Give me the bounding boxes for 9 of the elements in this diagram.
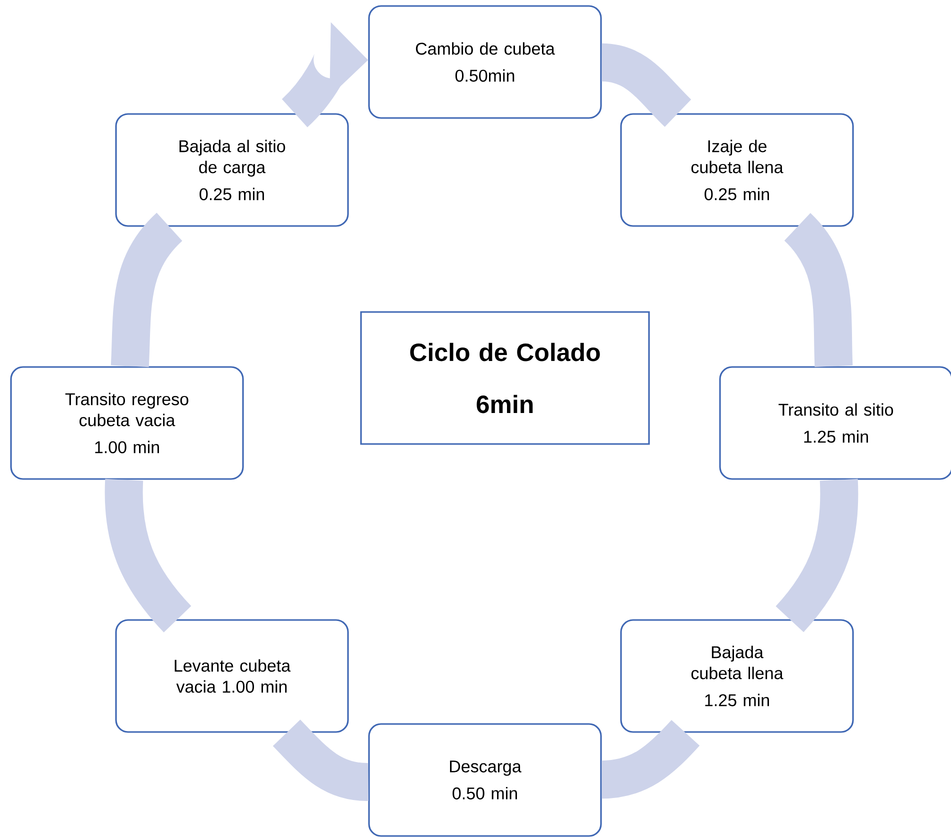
step-box: Transito regreso cubeta vacia 1.00 min <box>10 366 244 480</box>
step-box: Izaje de cubeta llena 0.25 min <box>620 113 854 227</box>
step-box: Levante cubeta vacia 1.00 min <box>115 619 349 733</box>
step-box: Bajada cubeta llena 1.25 min <box>620 619 854 733</box>
step-box: Bajada al sitio de carga 0.25 min <box>115 113 349 227</box>
step-box: Descarga 0.50 min <box>368 723 602 837</box>
step-box: Transito al sitio 1.25 min <box>719 366 951 480</box>
step-box: Cambio de cubeta 0.50min <box>368 5 602 119</box>
title-box: Ciclo de Colado 6min <box>360 311 650 445</box>
